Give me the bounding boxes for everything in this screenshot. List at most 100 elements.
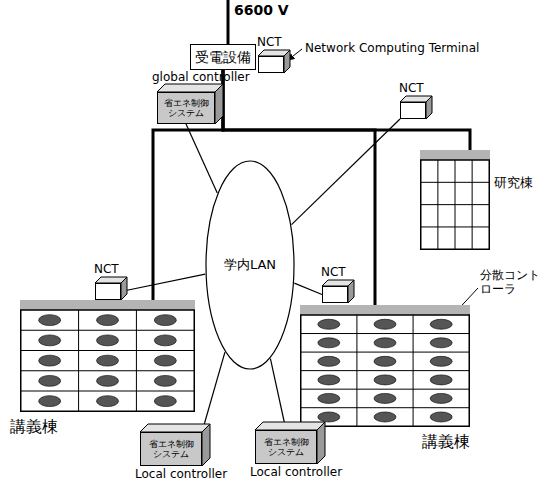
box-depth [95, 277, 129, 302]
node-label: 学内LAN [224, 258, 276, 273]
distributed-controller [97, 375, 119, 386]
node-body: 省エネ制御システム [161, 98, 211, 119]
box-side [215, 84, 223, 124]
box-side [202, 424, 210, 466]
node-label: NCT [257, 36, 282, 50]
distributed-controller [318, 356, 340, 366]
box-side [317, 422, 325, 464]
distributed-controller [318, 412, 340, 422]
grid-line [78, 310, 79, 412]
node-label: 省エネ制御システム [145, 439, 197, 460]
distributed-controller [374, 319, 396, 329]
grid-line [420, 204, 490, 205]
distributed-controller [430, 356, 452, 366]
grid-line [300, 407, 470, 408]
distributed-controller [154, 315, 176, 326]
building-grid [420, 150, 490, 250]
grid-line [300, 370, 470, 371]
distributed-controller [39, 335, 61, 346]
box-side [284, 50, 290, 73]
controller-box: 省エネ制御システムLocal controller [255, 430, 317, 464]
lan-line [202, 352, 225, 432]
node-label: NCT [399, 82, 424, 96]
research-building: 研究棟 [420, 150, 490, 250]
distributed-controller [374, 393, 396, 403]
callout-label: Network Computing Terminal [305, 41, 479, 55]
box-depth [322, 280, 356, 305]
distributed-controller [97, 335, 119, 346]
node-label: 講義棟 [422, 433, 470, 451]
building-grid [20, 300, 195, 412]
box-top [157, 84, 223, 92]
distributed-controller [430, 412, 452, 422]
box-side [348, 280, 354, 303]
building-roof [420, 150, 490, 160]
distributed-controller [430, 393, 452, 403]
node-label: 研究棟 [494, 176, 533, 191]
distributed-controller [374, 412, 396, 422]
distributed-controller [374, 375, 396, 385]
lan-line [294, 283, 322, 294]
box-top [140, 424, 210, 432]
lecture-building: 講義棟 [20, 300, 195, 412]
distributed-controller [154, 335, 176, 346]
lan-line [186, 124, 217, 193]
lan-line [292, 119, 400, 225]
nct-terminal: NCT [258, 56, 284, 73]
grid-line [20, 391, 195, 392]
distributed-controller [318, 319, 340, 329]
building-outline [21, 310, 195, 411]
node-body: Local controller [135, 468, 227, 482]
grid-line [300, 352, 470, 353]
controller-box: global controller省エネ制御システム [157, 92, 215, 124]
distributed-controller [154, 375, 176, 386]
box-depth [258, 50, 292, 75]
grid-line [300, 333, 470, 334]
grid-line [20, 350, 195, 351]
nct-terminal: NCT [322, 286, 348, 303]
power-line [223, 70, 470, 150]
distributed-controller [318, 375, 340, 385]
lan-line [121, 274, 205, 291]
grid-line [420, 226, 490, 227]
grid-line [20, 330, 195, 331]
distributed-controller [39, 375, 61, 386]
grid-line [136, 310, 137, 412]
distributed-controller [154, 396, 176, 407]
building-grid [300, 305, 470, 427]
distributed-controller [374, 338, 396, 348]
distributed-controller [97, 315, 119, 326]
distributed-controller [430, 319, 452, 329]
lan-ellipse [206, 161, 294, 369]
distributed-controller [318, 338, 340, 348]
grid-line [300, 389, 470, 390]
distributed-controller [39, 396, 61, 407]
lan-line [270, 359, 286, 430]
node-label: 省エネ制御システム [260, 437, 312, 458]
node-body: Local controller [250, 466, 342, 480]
grid-line [420, 182, 490, 183]
nct-terminal: NCT [95, 283, 121, 300]
supply-line [227, 0, 230, 44]
distributed-controller [430, 375, 452, 385]
campus-lan: 学内LAN [205, 160, 295, 370]
nct-terminal: NCT [400, 102, 426, 119]
substation-box: 受電設備 [190, 44, 256, 70]
distributed-controller [97, 396, 119, 407]
controller-box: 省エネ制御システムLocal controller [140, 432, 202, 466]
building-outline [421, 160, 490, 249]
distributed-controller [154, 355, 176, 366]
box-side [426, 96, 432, 119]
node-label: NCT [321, 266, 346, 280]
distributed-controller [374, 356, 396, 366]
node-label: global controller [152, 71, 250, 85]
building-roof [20, 300, 195, 310]
lecture-building: 講義棟 [300, 305, 470, 427]
box-depth [400, 96, 434, 121]
node-label: 受電設備 [195, 49, 251, 65]
distributed-controller [97, 355, 119, 366]
box-side [121, 277, 127, 300]
building-roof [300, 305, 470, 315]
callout-label: 分散コントローラ [480, 268, 542, 297]
